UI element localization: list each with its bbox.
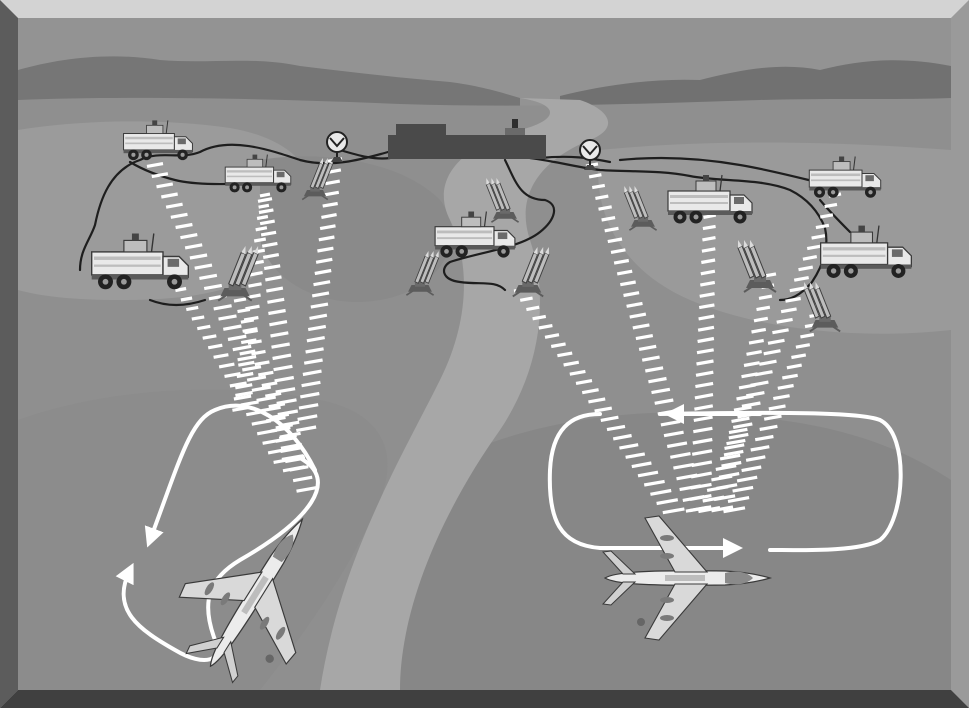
terrain <box>18 18 951 690</box>
